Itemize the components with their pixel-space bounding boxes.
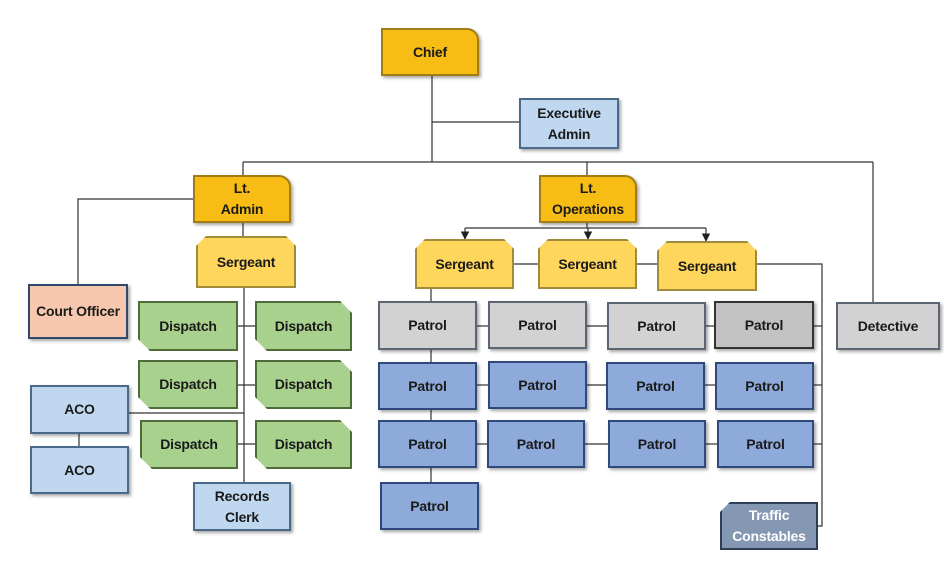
dispatch-box: Dispatch	[255, 360, 352, 409]
detective-label: Detective	[857, 317, 919, 334]
patrol-box: Patrol	[380, 482, 479, 530]
right-column-line	[757, 263, 823, 527]
patrol-box: Patrol	[715, 362, 814, 410]
dispatch-label: Dispatch	[274, 436, 333, 452]
court-officer-box: Court Officer	[28, 284, 128, 339]
sergeant-ops-2-box: Sergeant	[538, 239, 637, 289]
court-officer-line	[77, 198, 193, 284]
executive-admin-label: Executive Admin	[537, 104, 601, 142]
lt-operations-label: Lt. Operations	[552, 180, 624, 217]
detective-box: Detective	[836, 302, 940, 350]
patrol-box: Patrol	[378, 301, 477, 350]
patrol-label: Patrol	[636, 377, 675, 394]
patrol-label: Patrol	[410, 497, 449, 514]
patrol-label: Patrol	[745, 377, 784, 394]
patrol-box: Patrol	[378, 420, 477, 468]
sergeant-ops-3-label: Sergeant	[677, 257, 737, 274]
patrol-label: Patrol	[408, 377, 447, 394]
patrol-label: Patrol	[637, 317, 676, 334]
patrol-box: Patrol	[378, 362, 477, 410]
patrol-label: Patrol	[637, 435, 677, 452]
dispatch-box: Dispatch	[140, 420, 238, 469]
sergeant-admin-label: Sergeant	[216, 253, 276, 270]
patrol-box: Patrol	[607, 302, 706, 350]
aco-label-2: ACO	[64, 461, 95, 478]
traffic-constables-box: Traffic Constables	[720, 502, 818, 550]
patrol-box: Patrol	[717, 420, 814, 468]
dispatch-box: Dispatch	[138, 301, 238, 351]
lt-admin-box: Lt. Admin	[193, 175, 291, 223]
patrol-box: Patrol	[608, 420, 706, 468]
chief-label: Chief	[412, 43, 447, 60]
dispatch-box: Dispatch	[255, 420, 352, 469]
patrol-label: Patrol	[516, 435, 556, 452]
aco-label-1: ACO	[64, 401, 95, 417]
patrol-box: Patrol	[606, 362, 705, 410]
sergeant-ops-2-label: Sergeant	[558, 255, 617, 272]
dispatch-label: Dispatch	[160, 436, 218, 452]
dispatch-label: Dispatch	[274, 376, 333, 392]
patrol-label: Patrol	[744, 316, 784, 333]
dispatch-label: Dispatch	[159, 376, 217, 392]
patrol-label: Patrol	[408, 435, 447, 452]
chief-box: Chief	[381, 28, 479, 76]
dispatch-box: Dispatch	[255, 301, 352, 351]
patrol-label: Patrol	[518, 316, 557, 333]
dispatch-label: Dispatch	[274, 317, 333, 334]
records-clerk-label: Records Clerk	[214, 487, 270, 525]
dispatch-box: Dispatch	[138, 360, 238, 409]
records-clerk-box: Records Clerk	[193, 482, 291, 531]
patrol-box: Patrol	[488, 361, 587, 409]
court-officer-label: Court Officer	[36, 303, 120, 319]
dispatch-label: Dispatch	[159, 317, 217, 334]
executive-admin-box: Executive Admin	[519, 98, 619, 149]
patrol-box: Patrol	[714, 301, 814, 349]
sergeant-ops-1-label: Sergeant	[435, 255, 494, 272]
lt-operations-box: Lt. Operations	[539, 175, 637, 223]
aco-box-2: ACO	[30, 446, 129, 494]
patrol-label: Patrol	[518, 376, 557, 393]
sergeant-ops-3-box: Sergeant	[657, 241, 757, 291]
patrol-box: Patrol	[488, 301, 587, 349]
lt-admin-label: Lt. Admin	[220, 180, 264, 217]
aco-box-1: ACO	[30, 385, 129, 434]
patrol-box: Patrol	[487, 420, 585, 468]
sergeant-admin-box: Sergeant	[196, 236, 296, 288]
patrol-label: Patrol	[746, 435, 785, 452]
traffic-constables-label: Traffic Constables	[732, 507, 806, 544]
sergeant-ops-1-box: Sergeant	[415, 239, 514, 289]
patrol-label: Patrol	[408, 317, 447, 333]
